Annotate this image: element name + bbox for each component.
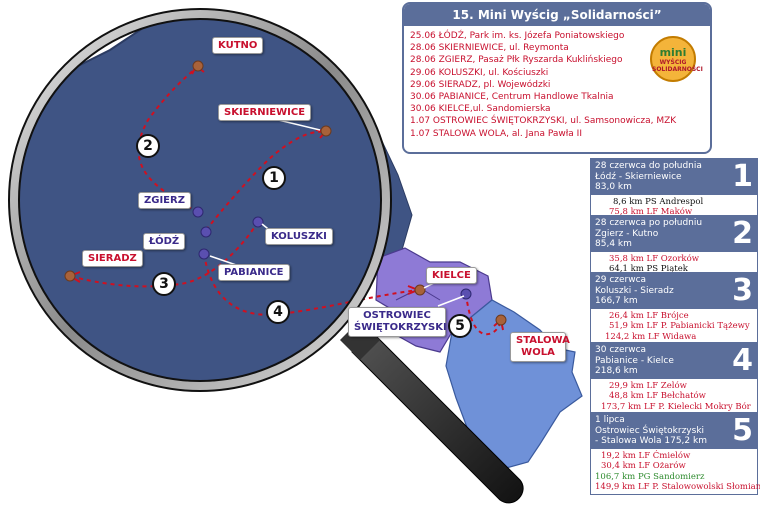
stage-header: 28 czerwca do południa Łódź - Skierniewi… (591, 159, 757, 195)
stage-box-4: 30 czerwca Pabianice - Kielce 218,6 km 4… (590, 342, 758, 415)
stage-number: 1 (732, 159, 753, 194)
stage-distance: 218,6 km (595, 366, 638, 376)
marker-ostrowiec (460, 288, 472, 300)
stage-point: 64,1 km PS Piątek (609, 264, 688, 275)
schedule-row: 28.06 SKIERNIEWICE, ul. Reymonta (410, 43, 569, 54)
city-markers (64, 60, 507, 326)
stage-point: 8,6 km PS Andrespol (613, 196, 704, 207)
label-stalowa-wola: STALOWA WOLA (510, 332, 570, 362)
stage-point: 30,4 km LF Ożarów (601, 461, 686, 472)
marker-stalowa-wola (495, 314, 507, 326)
stage-distance: - Stalowa Wola 175,2 km (595, 436, 707, 446)
schedule-row: 28.06 ZGIERZ, Pasaż Płk Ryszarda Kuklińs… (410, 55, 623, 66)
route-number-3: 3 (152, 272, 176, 296)
stage-date: 29 czerwca (595, 275, 647, 285)
logo-text-wyscig: WYŚCIG (659, 59, 687, 66)
schedule-list: 25.06 ŁÓDŹ, Park im. ks. Józefa Poniatow… (404, 26, 710, 140)
stage-point: 173,7 km LF P. Kielecki Mokry Bór (601, 401, 751, 412)
stage-point: 19,2 km LF Ćmielów (601, 450, 691, 461)
stage-header: 1 lipca Ostrowiec Świętokrzyski - Stalow… (591, 413, 757, 449)
stage-point: 124,2 km LF Widawa (605, 331, 697, 342)
schedule-row: 30.06 KIELCE,ul. Sandomierska (410, 104, 551, 115)
stage-date: 30 czerwca (595, 345, 647, 355)
label-zgierz: ZGIERZ (138, 192, 191, 209)
stage-route: Pabianice - Kielce (595, 355, 674, 366)
schedule-row: 29.06 KOLUSZKI, ul. Kościuszki (410, 67, 549, 78)
stage-box-2: 28 czerwca po południu Zgierz - Kutno 85… (590, 215, 758, 277)
stage-distance: 83,0 km (595, 182, 632, 192)
schedule-row: 1.07 OSTROWIEC ŚWIĘTOKRZYSKI, ul. Samson… (410, 116, 677, 127)
stage-number: 2 (732, 216, 753, 251)
label-ostrowiec: OSTROWIEC ŚWIĘTOKRZYSKI (348, 307, 447, 337)
stage-distance: 85,4 km (595, 239, 632, 249)
stage-point: 75,8 km LF Maków (609, 207, 693, 218)
stage-point: 51,9 km LF P. Pabianicki Tążewy (609, 321, 750, 332)
marker-kielce (414, 284, 426, 296)
marker-pabianice (198, 248, 210, 260)
label-sieradz: SIERADZ (82, 250, 143, 267)
label-lodz: ŁÓDŹ (143, 233, 186, 250)
marker-zgierz (192, 206, 204, 218)
stage-box-1: 28 czerwca do południa Łódź - Skierniewi… (590, 158, 758, 220)
stage-date: 28 czerwca po południu (595, 218, 703, 228)
schedule-row: 1.07 STALOWA WOLA, al. Jana Pawła II (410, 128, 582, 139)
stage-route: Zgierz - Kutno (595, 228, 659, 239)
lens-content (18, 18, 382, 382)
race-header: 15. Mini Wyścig „Solidarności” 25.06 ŁÓD… (402, 2, 712, 154)
marker-koluszki (252, 216, 264, 228)
stage-point: 106,7 km PG Sandomierz (595, 471, 705, 482)
marker-lodz (200, 226, 212, 238)
stage-number: 4 (732, 343, 753, 378)
stage-header: 30 czerwca Pabianice - Kielce 218,6 km 4 (591, 343, 757, 379)
stage-route: Łódź - Skierniewice (595, 171, 682, 182)
label-kielce: KIELCE (426, 267, 477, 284)
schedule-row: 25.06 ŁÓDŹ, Park im. ks. Józefa Poniatow… (410, 31, 625, 41)
stage-header: 29 czerwca Koluszki - Sieradz 166,7 km 3 (591, 273, 757, 309)
marker-kutno (192, 60, 204, 72)
route-number-4: 4 (266, 300, 290, 324)
stage-distance: 166,7 km (595, 296, 638, 306)
stage-box-3: 29 czerwca Koluszki - Sieradz 166,7 km 3… (590, 272, 758, 345)
label-koluszki: KOLUSZKI (265, 228, 333, 245)
marker-sieradz (64, 270, 76, 282)
route-number-2: 2 (136, 134, 160, 158)
stage-number: 3 (732, 273, 753, 308)
route-stage-4 (203, 253, 419, 316)
logo-text-mini: mini (659, 46, 687, 59)
route-number-5: 5 (448, 314, 472, 338)
label-pabianice: PABIANICE (218, 264, 290, 281)
stage-date: 1 lipca (595, 415, 625, 425)
stage-date: 28 czerwca do południa (595, 161, 702, 171)
label-kutno: KUTNO (212, 37, 264, 54)
stage-route: Ostrowiec Świętokrzyski (595, 425, 705, 436)
magnifier-ring (9, 9, 391, 391)
race-logo: mini WYŚCIG SOLIDARNOŚCI (650, 36, 703, 82)
race-title: 15. Mini Wyścig „Solidarności” (404, 4, 710, 26)
stage-number: 5 (732, 413, 753, 448)
stage-point: 48,8 km LF Bełchatów (609, 391, 706, 402)
stage-point: 29,9 km LF Zelów (609, 380, 687, 391)
stage-box-5: 1 lipca Ostrowiec Świętokrzyski - Stalow… (590, 412, 760, 495)
schedule-row: 29.06 SIERADZ, pl. Wojewódzki (410, 79, 551, 90)
stage-point: 35,8 km LF Ozorków (609, 253, 699, 264)
stage-route: Koluszki - Sieradz (595, 285, 674, 296)
label-skierniewice: SKIERNIEWICE (218, 104, 312, 121)
marker-skierniewice (320, 125, 332, 137)
stage-header: 28 czerwca po południu Zgierz - Kutno 85… (591, 216, 757, 252)
route-number-1: 1 (262, 166, 286, 190)
stage-point: 149,9 km LF P. Stalowowolski Słomiana (595, 482, 760, 493)
schedule-row: 30.06 PABIANICE, Centrum Handlowe Tkalni… (410, 92, 614, 103)
stage-point: 26,4 km LF Brójce (609, 310, 689, 321)
logo-text-solidarnosci: SOLIDARNOŚCI (652, 66, 703, 73)
